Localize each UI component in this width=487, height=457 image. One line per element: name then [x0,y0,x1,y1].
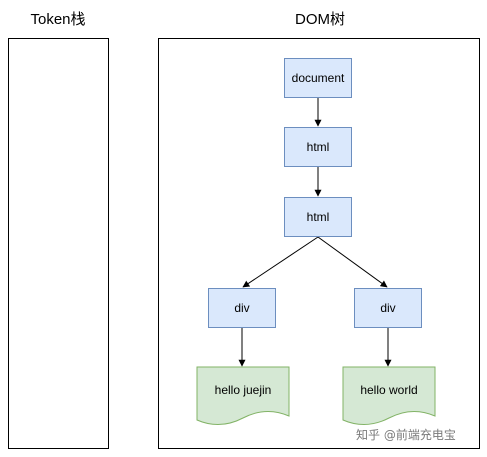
leaf-right-shape [342,366,436,425]
leaf-right-label: hello world [360,383,418,397]
token-stack-title: Token栈 [30,11,86,28]
leaf-left-shape [196,366,290,425]
node-html: html [284,197,352,237]
node-div-left: div [208,288,276,328]
token-stack-panel [8,38,109,449]
edge-html-div-left [242,236,319,288]
watermark-text: 知乎 @前端充电宝 [356,428,456,442]
dom-tree-title: DOM树 [295,11,345,28]
edge-html-div-right [317,236,388,288]
node-document: document [284,58,352,98]
leaf-left-label: hello juejin [214,383,272,397]
node-div-right: div [354,288,422,328]
node-html: html [284,127,352,167]
